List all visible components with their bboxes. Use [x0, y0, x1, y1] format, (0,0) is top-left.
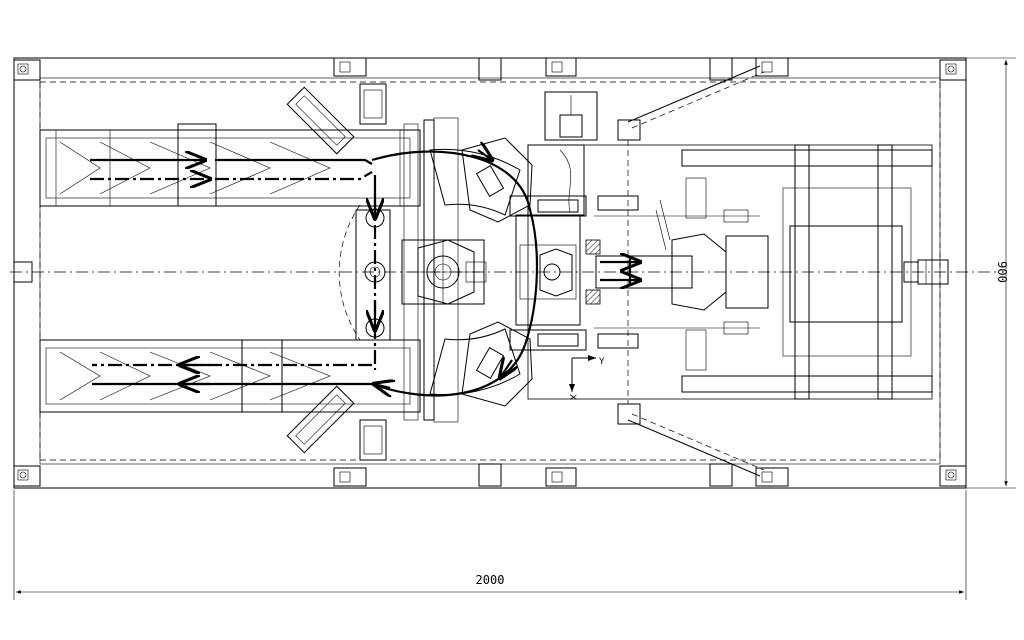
right-assembly: [527, 144, 949, 400]
foot-bottom-right: [939, 465, 967, 487]
linear-slide: [595, 199, 769, 311]
upper-gripper-station: [461, 137, 533, 223]
foot-bottom-mid3: [755, 467, 789, 487]
foot-bottom-left: [13, 465, 41, 487]
axis-x-label: X: [567, 394, 577, 400]
foot-bottom-mid1: [333, 467, 367, 487]
edge-blocks: [478, 57, 733, 487]
hatched-block-lower: [585, 289, 601, 305]
base-frame: [10, 57, 1000, 489]
foot-top-mid1: [333, 57, 367, 77]
vertical-rails: [403, 117, 459, 423]
foot-top-mid2: [545, 57, 577, 77]
lower-angled-cylinder: [286, 385, 387, 461]
foot-top-right: [939, 59, 967, 81]
dimension-width: 900: [966, 57, 1016, 489]
foot-mid-left: [13, 261, 33, 283]
chain-links: [537, 195, 639, 349]
hatched-block-upper: [585, 239, 601, 255]
width-dimension-label: 900: [995, 261, 1009, 283]
conveyor-ribs: [55, 130, 401, 206]
lower-conveyor: [39, 339, 421, 413]
lower-gripper-station: [461, 321, 533, 407]
right-motor: [903, 259, 949, 285]
frame-feet: [13, 57, 967, 487]
rotary-flow-arc: [372, 150, 539, 395]
foot-bottom-mid2: [545, 467, 577, 487]
transfer-column: [355, 175, 391, 370]
gripper-fingers: [475, 165, 505, 379]
tie-rods: [617, 65, 765, 477]
right-guide-rails: [594, 209, 760, 335]
center-module: [509, 91, 639, 351]
axis-indicator: Y X: [567, 355, 605, 400]
dimension-length: 2000: [13, 490, 967, 600]
lower-flow-arrows: [92, 365, 372, 384]
index-drive-hex: [417, 239, 475, 305]
length-dimension-label: 2000: [476, 573, 505, 587]
upper-angled-cylinder: [286, 83, 387, 155]
pick-head-housing: [515, 214, 581, 326]
foot-top-mid3: [755, 57, 789, 77]
foot-top-left: [13, 59, 41, 81]
top-bracket: [544, 91, 598, 141]
upper-flow-arrows: [90, 160, 373, 179]
rotary-table: [372, 137, 539, 407]
guide-arc-left: [338, 204, 361, 341]
axis-y-label: Y: [598, 357, 605, 367]
upper-conveyor: [39, 123, 421, 207]
